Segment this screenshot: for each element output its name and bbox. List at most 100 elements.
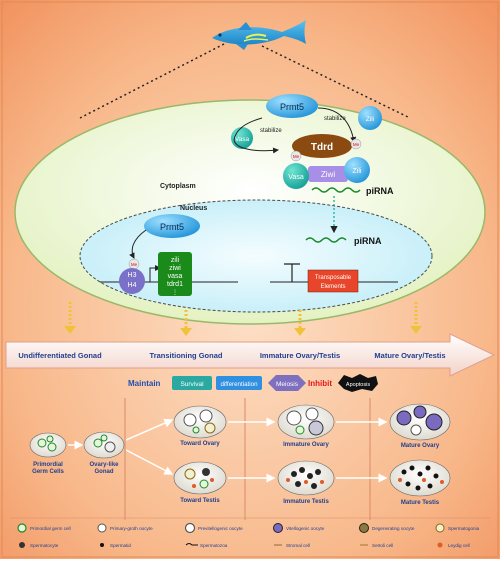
pirna-nuc-label: piRNA <box>354 236 382 246</box>
legend-sertoli: Sertoli cell <box>372 543 393 548</box>
stabilize-arrow-right <box>317 107 357 143</box>
legend-icon-spermatocyte <box>19 542 25 548</box>
svg-text:Ovary-like: Ovary-like <box>89 462 119 468</box>
svg-text:tdrd1: tdrd1 <box>167 281 183 288</box>
arrow-to-testis <box>125 449 174 475</box>
svg-text:Transposable: Transposable <box>315 275 352 281</box>
svg-text:Gonad: Gonad <box>95 469 114 475</box>
pirna-cyto-label: piRNA <box>366 186 394 196</box>
svg-text:vasa: vasa <box>168 273 183 280</box>
nucleus-label: Nucleus <box>180 205 207 212</box>
gene-box: zili ziwi vasa tdrd1 ⋮ <box>158 252 192 296</box>
zoom-line-left <box>79 43 225 119</box>
svg-text:⋮: ⋮ <box>172 290 178 296</box>
section-dividers <box>124 398 371 520</box>
zili-label: Zili <box>353 168 362 175</box>
legend-icon-spermatozoa <box>185 543 198 546</box>
prmt5-nucleus: Prmt5 <box>144 214 200 238</box>
legend-icon-pgc <box>17 523 27 533</box>
zili-protein: Zili <box>344 157 370 183</box>
cytoplasm-label: Cytoplasm <box>160 183 196 190</box>
mature-testis-gonad <box>389 459 451 497</box>
svg-text:Primordial: Primordial <box>33 462 63 468</box>
stabilize-arrow-left <box>233 117 279 154</box>
svg-text:Mature Ovary: Mature Ovary <box>401 443 440 449</box>
svg-text:Me: Me <box>293 154 300 159</box>
ovary-like-gonad <box>83 431 125 459</box>
zili-right-label: Zili <box>366 116 374 123</box>
ziwi-label: Ziwi <box>321 170 335 179</box>
legend-previtellogenic: Previtellogenic oocyte <box>198 526 243 531</box>
stabilize-label-left: stabilize <box>260 128 282 134</box>
tdrd-label: Tdrd <box>311 142 333 153</box>
svg-text:Immature Ovary: Immature Ovary <box>283 442 329 448</box>
svg-text:Me: Me <box>353 142 360 147</box>
svg-text:Meiosis: Meiosis <box>276 381 299 388</box>
legend-icon-spermatid <box>100 543 104 547</box>
legend-spermatogonia: Spermatogonia <box>448 526 480 531</box>
prmt5-nucleus-label: Prmt5 <box>160 222 184 232</box>
toward-ovary-gonad <box>173 405 227 439</box>
mature-ovary-gonad <box>389 403 451 441</box>
vasa-left-label: Vasa <box>235 136 250 143</box>
inhibit-label: Inhibit <box>308 379 332 388</box>
me-left: Me <box>290 150 302 162</box>
immature-ovary-gonad <box>277 404 335 440</box>
svg-text:differentiation: differentiation <box>220 381 258 388</box>
legend-icon-spermatogonia <box>435 523 445 533</box>
legend-vitellogenic: Vitellogenic oocyte <box>286 526 325 531</box>
svg-text:Toward Testis: Toward Testis <box>180 498 220 504</box>
zebrafish-icon <box>212 20 306 50</box>
meiosis-badge: Meiosis <box>268 375 306 391</box>
stage-arrows <box>64 302 422 336</box>
svg-text:zili: zili <box>171 257 180 264</box>
stage-mature: Mature Ovary/Testis <box>374 351 445 360</box>
legend-spermatocyte: Spermatocyte <box>30 543 59 548</box>
histone-h4: H4 <box>128 282 137 289</box>
me-right: Me <box>350 138 362 150</box>
ziwi-protein: Ziwi <box>308 166 348 182</box>
me-nucleus: Me <box>128 258 140 270</box>
histone: H3 H4 <box>119 268 145 294</box>
legend-icon-previtellogenic <box>184 522 196 534</box>
prmt5-label: Prmt5 <box>280 102 304 112</box>
histone-h3: H3 <box>128 272 137 279</box>
differentiation-badge: differentiation <box>216 376 262 390</box>
svg-text:Germ Cells: Germ Cells <box>32 469 64 475</box>
stage-immature: Immature Ovary/Testis <box>260 351 340 360</box>
vasa-label: Vasa <box>288 174 304 181</box>
immature-testis-gonad <box>277 460 335 496</box>
svg-text:Elements: Elements <box>320 284 345 290</box>
legend-icon-degenerating <box>359 523 369 533</box>
timeline-arrow <box>5 333 496 377</box>
stage-undifferentiated: Undifferentiated Gonad <box>18 351 102 360</box>
svg-text:Mature Testis: Mature Testis <box>401 500 440 506</box>
stage-transitioning: Transitioning Gonad <box>150 351 223 360</box>
svg-text:ziwi: ziwi <box>169 265 181 272</box>
methylation-arrow <box>129 229 147 259</box>
arrow-to-ovary <box>125 418 174 441</box>
legend-spermatid: Spermatid <box>110 543 131 548</box>
legend-icon-vitellogenic <box>273 523 283 533</box>
transposable-elements: Transposable Elements <box>307 269 359 293</box>
svg-text:Toward Ovary: Toward Ovary <box>180 441 220 447</box>
stabilize-label-right: stabilize <box>324 116 346 122</box>
promoter-arrow <box>149 265 161 282</box>
svg-text:Apoptosis: Apoptosis <box>346 382 370 388</box>
legend-degenerating: Degenerating oocyte <box>372 526 415 531</box>
legend-spermatozoa: Spermatozoa <box>200 543 228 548</box>
inhibit-symbol <box>284 263 300 282</box>
toward-testis-gonad <box>173 461 227 495</box>
svg-text:Me: Me <box>131 262 138 267</box>
survival-badge: Survival <box>172 376 212 390</box>
tdrd-protein: Tdrd <box>292 134 352 158</box>
primordial-gonad <box>29 432 67 458</box>
vasa-protein: Vasa <box>283 163 309 189</box>
legend: Primordial germ cell Primary-groth oocyt… <box>10 517 490 548</box>
prmt5-cytoplasm: Prmt5 <box>266 94 318 118</box>
maintain-label: Maintain <box>128 379 161 388</box>
legend-icon-primary <box>97 523 107 533</box>
